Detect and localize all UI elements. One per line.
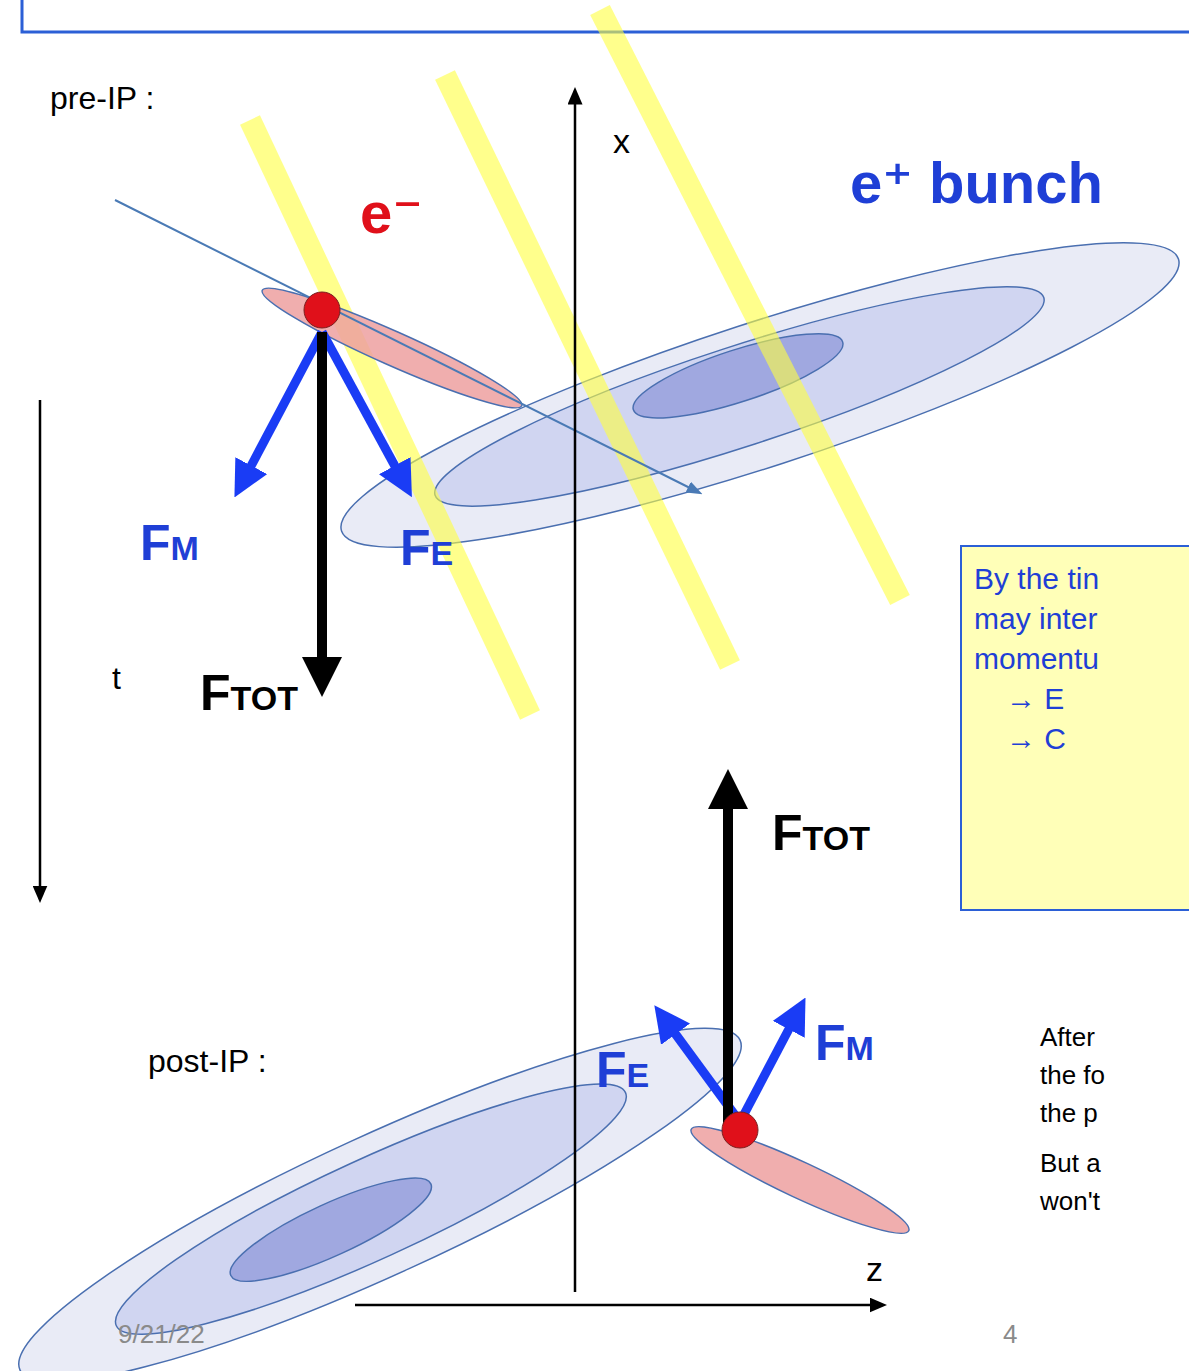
- force-label: FE: [596, 1042, 649, 1100]
- electron-bunch: [255, 275, 528, 422]
- axis-label: z: [866, 1250, 883, 1289]
- date-footer: 9/21/22: [118, 1320, 205, 1350]
- positron-bunch: [319, 191, 1189, 600]
- particle-label: e⁻: [360, 180, 423, 247]
- note-text: After the fo the p: [1040, 1018, 1135, 1132]
- force-arrow: [322, 332, 396, 468]
- electron-dot: [304, 292, 340, 328]
- force-arrow: [740, 1027, 790, 1122]
- bunch-label: e⁺ bunch: [850, 150, 1103, 217]
- force-arrow: [317, 332, 327, 660]
- force-label: FM: [140, 515, 199, 573]
- stage-label: post-IP :: [148, 1043, 267, 1080]
- note-text: → E: [974, 679, 1186, 719]
- electron-dot: [722, 1112, 758, 1148]
- note-text: But a won't: [1040, 1144, 1135, 1220]
- page-number: 4: [1003, 1320, 1017, 1350]
- z-axis: [355, 1304, 872, 1307]
- force-label: FTOT: [772, 805, 870, 863]
- force-label: FTOT: [200, 665, 298, 723]
- stage-label: pre-IP :: [50, 80, 154, 117]
- positron-bunch: [0, 977, 769, 1371]
- electron-bunch: [684, 1113, 917, 1247]
- force-arrow: [723, 806, 733, 1125]
- axis-label: t: [112, 660, 121, 697]
- force-label: FE: [400, 520, 453, 578]
- note-box: By the tin may inter momentu→ E→ C: [960, 545, 1189, 911]
- axis-label: x: [613, 122, 630, 161]
- note-text: → C: [974, 719, 1186, 759]
- time-axis: [39, 400, 42, 888]
- force-arrow: [250, 332, 322, 468]
- x-axis: [574, 102, 577, 1292]
- force-label: FM: [815, 1015, 874, 1073]
- note-text: By the tin may inter momentu: [974, 559, 1134, 679]
